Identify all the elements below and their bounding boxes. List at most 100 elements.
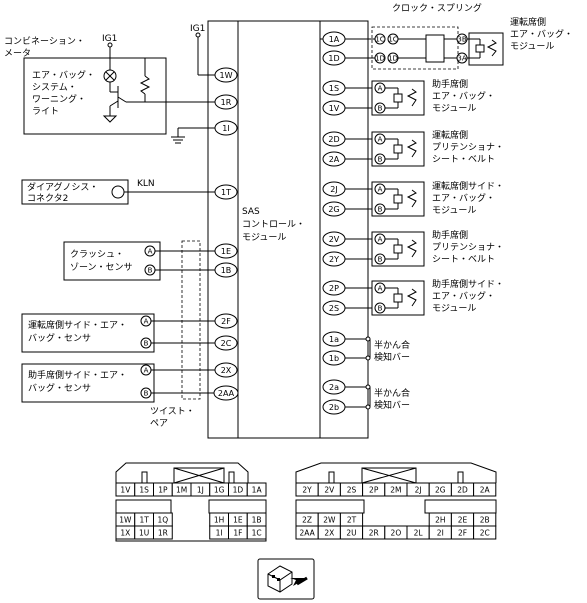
svg-text:B: B (378, 105, 383, 113)
conn2-label-2L: 2L (414, 529, 424, 538)
conn1-label-1C: 1C (252, 529, 262, 538)
conn2-label-2Y: 2Y (302, 486, 312, 495)
pin-1W: 1W (214, 67, 238, 83)
driver-airbag-label-3: モジュール (510, 42, 554, 52)
svg-text:1a: 1a (329, 335, 339, 344)
half-latch-1-label-2: 検知バー (374, 351, 410, 363)
svg-text:2S: 2S (329, 304, 339, 313)
svg-text:2F: 2F (221, 317, 231, 326)
driver-airbag-label-2: エア・バッグ・ (510, 28, 573, 40)
harness-view-icon (257, 558, 315, 600)
conn2-label-2R: 2R (369, 529, 379, 538)
svg-text:B: B (148, 267, 153, 275)
svg-text:1E: 1E (221, 247, 231, 256)
conn2-label-2H: 2H (435, 516, 445, 525)
pin-1B: 1B (214, 262, 238, 278)
svg-text:2A: 2A (329, 155, 340, 164)
conn2-label-2B: 2B (480, 516, 490, 525)
conn1-cell-1A (246, 482, 267, 497)
conn1-label-1H: 1H (214, 516, 224, 525)
svg-text:B: B (378, 305, 383, 313)
sas-label-3: モジュール (242, 233, 286, 243)
half-latch-bars: 半かん合 検知バー 半かん合 検知バー (345, 336, 410, 411)
conn2-label-2G: 2G (435, 486, 446, 495)
svg-text:1D: 1D (388, 55, 398, 63)
clock-spring: クロック・スプリング 1C 1D 1C 1D 3B 3A 運転席側 エア・バッグ… (345, 2, 573, 70)
pin-1b: 1b (322, 350, 346, 366)
svg-text:B: B (144, 340, 149, 348)
svg-text:1S: 1S (329, 84, 339, 93)
conn1-label-1U: 1U (139, 529, 149, 538)
conn2-label-2P: 2P (369, 486, 379, 495)
driver-side-sensor-label-2: バッグ・センサ (28, 332, 91, 344)
conn2-cell-2A (473, 482, 497, 497)
svg-text:2D: 2D (328, 135, 339, 144)
conn1-label-1M: 1M (176, 486, 187, 495)
svg-text:1b: 1b (329, 354, 339, 363)
driver-pretensioner-label-3: シート・ベルト (432, 155, 495, 165)
pin-1V: 1V (322, 100, 346, 116)
pin-2a: 2a (322, 379, 346, 395)
driver-side-airbag-module: A B 運転席側サイド・ エア・バッグ・ モジュール (345, 180, 504, 217)
diag-connector-label-1: ダイアグノシス・ (27, 181, 98, 193)
driver-side-airbag-label-1: 運転席側サイド・ (432, 180, 504, 192)
half-latch-1-label-1: 半かん合 (374, 339, 410, 351)
svg-text:A: A (144, 318, 149, 326)
svg-text:1C: 1C (388, 36, 397, 44)
conn1-cell-1R (153, 525, 173, 540)
svg-text:B: B (378, 206, 383, 214)
pin-2J: 2J (322, 181, 346, 197)
conn2-label-2U: 2U (346, 529, 356, 538)
driver-pretensioner-module: A B 運転席側 プリテンショナ・ シート・ベルト (345, 129, 504, 167)
svg-text:1I: 1I (222, 124, 229, 133)
svg-text:1D: 1D (328, 54, 339, 63)
diagnosis-connector: ダイアグノシス・ コネクタ2 KLN (21, 179, 215, 205)
conn2-label-2J: 2J (415, 486, 422, 495)
ig1-left-label: IG1 (102, 34, 117, 44)
driver-pretensioner-label-2: プリテンショナ・ (432, 142, 504, 153)
conn2-label-2C: 2C (480, 529, 490, 538)
pin-2S: 2S (322, 300, 346, 316)
conn2-label-2F: 2F (458, 529, 467, 538)
conn2-label-2O: 2O (391, 529, 402, 538)
pin-1S: 1S (322, 80, 346, 96)
passenger-side-sensor-label-2: バッグ・センサ (28, 382, 91, 394)
svg-text:1W: 1W (220, 71, 233, 80)
clock-spring-label: クロック・スプリング (392, 2, 482, 14)
pin-1R: 1R (214, 94, 238, 110)
crash-zone-sensor: クラッシュ・ ゾーン・センサ A B (63, 241, 215, 281)
conn1-label-1W: 1W (119, 516, 132, 525)
svg-text:2G: 2G (328, 205, 339, 214)
conn1-label-1D: 1D (233, 486, 244, 495)
passenger-pretensioner-module: A B 助手席側 プリテンショナ・ シート・ベルト (345, 229, 504, 267)
passenger-airbag-label-1: 助手席側 (432, 78, 468, 90)
pin-2b: 2b (322, 399, 346, 415)
pin-1I: 1I (214, 120, 238, 136)
pin-2A: 2A (322, 151, 346, 167)
svg-text:2X: 2X (221, 366, 232, 375)
conn2-label-2S: 2S (347, 486, 357, 495)
conn1-cell-1C (246, 525, 267, 540)
passenger-airbag-module: A B 助手席側 エア・バッグ・ モジュール (345, 78, 495, 116)
svg-text:2P: 2P (329, 284, 339, 293)
passenger-airbag-label-2: エア・バッグ・ (432, 90, 495, 102)
svg-text:B: B (144, 390, 149, 398)
pin-1E: 1E (214, 243, 238, 259)
pin-2AA: 2AA (213, 385, 239, 401)
crash-sensor-label-1: クラッシュ・ (70, 249, 124, 260)
conn1-label-1T: 1T (139, 516, 149, 525)
warning-light-label-2: システム・ (32, 82, 77, 93)
svg-text:2b: 2b (329, 403, 339, 412)
conn2-label-2T: 2T (347, 516, 357, 525)
conn1-label-1I: 1I (216, 529, 223, 538)
twisted-pair-label-1: ツイスト・ (150, 407, 195, 417)
svg-text:A: A (378, 85, 383, 93)
conn1-label-1R: 1R (158, 529, 168, 538)
twisted-pair: ツイスト・ ペア (150, 240, 201, 429)
ig1-top: IG1 (190, 24, 215, 76)
pin-2X: 2X (214, 362, 238, 378)
pin-2F: 2F (214, 313, 238, 329)
pin-1A: 1A (322, 31, 346, 47)
